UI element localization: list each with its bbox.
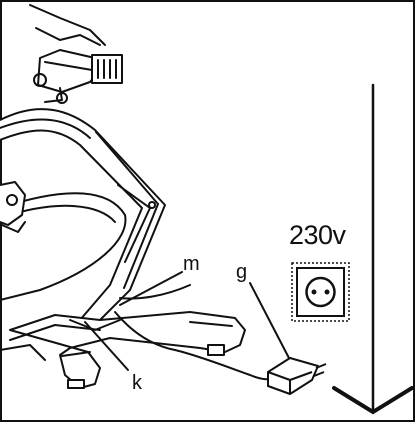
console-stem-line	[29, 4, 106, 46]
power-adapter-icon	[267, 357, 327, 395]
crank-body	[0, 181, 26, 226]
frame-upper	[0, 108, 166, 321]
exercise-bike-drawing	[0, 4, 291, 389]
console-arm-line	[35, 27, 101, 46]
voltage-label: 230v	[289, 220, 347, 250]
crank-hub	[6, 194, 18, 206]
outlet-socket	[305, 276, 336, 308]
clamp-lower	[44, 87, 63, 103]
frame-inner-line	[0, 118, 91, 139]
label-m: m	[183, 253, 200, 275]
foot-right	[207, 344, 225, 356]
foot-left	[67, 379, 85, 389]
clamp-edge	[44, 61, 93, 71]
power-cable	[114, 311, 276, 381]
arrow-head	[332, 386, 414, 415]
outlet-hole-left	[311, 289, 317, 295]
leader-line-m	[119, 271, 183, 306]
down-arrow-icon	[332, 83, 414, 415]
frame-wire	[119, 284, 191, 300]
bolt-2	[56, 92, 68, 104]
adapter-prong-1	[315, 363, 327, 369]
outlet-plate	[291, 262, 350, 322]
leader-line-k	[84, 321, 129, 371]
base-plate	[69, 319, 121, 331]
stabilizer-edge-1	[9, 324, 101, 341]
stabilizer-edge-2	[189, 321, 233, 327]
frame-inner-edge	[95, 131, 159, 289]
adjustment-knob	[91, 54, 123, 84]
frame-bolt	[148, 201, 156, 209]
clamp-block	[37, 49, 101, 93]
outlet-frame	[296, 267, 345, 317]
power-outlet-icon	[291, 262, 350, 322]
adapter-prong-2	[313, 371, 325, 377]
leader-line-g	[249, 282, 291, 361]
label-k: k	[132, 372, 143, 394]
outlet-hole-right	[324, 289, 330, 295]
flywheel-arc	[0, 192, 127, 301]
adapter-body	[267, 357, 319, 395]
bolt-1	[33, 73, 47, 87]
stabilizer-edge-3	[61, 351, 91, 357]
rear-base-edge	[0, 344, 46, 361]
pedal-line	[1, 221, 26, 233]
label-g: g	[236, 261, 247, 283]
